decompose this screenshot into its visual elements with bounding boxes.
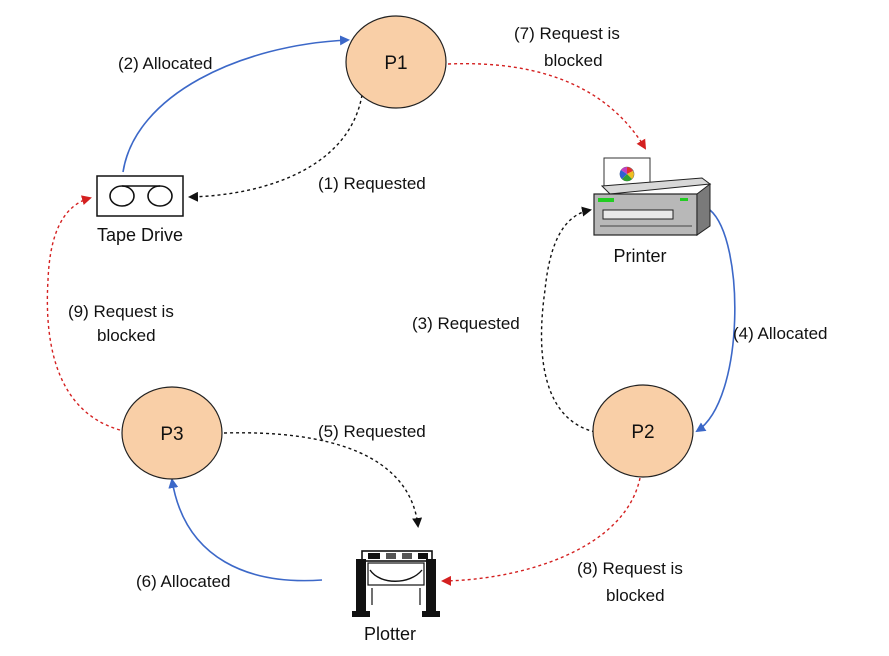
process-p1: P1 [345, 15, 447, 109]
edge-5-requested [223, 432, 423, 528]
edge-7-label-line1: (7) Request is [514, 24, 620, 43]
edge-7-label-line2: blocked [544, 51, 603, 70]
edge-1-requested [188, 94, 363, 202]
edge-8-label-line2: blocked [606, 586, 665, 605]
process-p1-label: P1 [384, 53, 407, 74]
edge-3-requested [540, 206, 596, 433]
plotter-label: Plotter [364, 624, 416, 644]
tape-drive-label: Tape Drive [97, 225, 183, 245]
edge-5-label: (5) Requested [318, 422, 426, 441]
edge-1-label: (1) Requested [318, 174, 426, 193]
edge-3-label: (3) Requested [412, 314, 520, 333]
printer-icon [593, 157, 712, 236]
process-p3: P3 [121, 386, 223, 480]
edge-9-label-line2: blocked [97, 326, 156, 345]
edge-9-label-line1: (9) Request is [68, 302, 174, 321]
printer-label: Printer [613, 246, 666, 266]
process-p3-label: P3 [160, 424, 183, 445]
plotter-icon [352, 550, 440, 617]
tape-drive-icon [96, 175, 184, 217]
edge-6-allocated [168, 478, 323, 582]
process-p2: P2 [592, 384, 694, 478]
edge-9-blocked [46, 195, 121, 431]
edge-8-label-line1: (8) Request is [577, 559, 683, 578]
edge-7-blocked [447, 62, 647, 150]
edge-2-allocated [122, 35, 350, 173]
edge-2-label: (2) Allocated [118, 54, 213, 73]
process-p2-label: P2 [631, 422, 654, 443]
edge-4-allocated [695, 209, 736, 433]
edge-6-label: (6) Allocated [136, 572, 231, 591]
edge-4-label: (4) Allocated [733, 324, 828, 343]
